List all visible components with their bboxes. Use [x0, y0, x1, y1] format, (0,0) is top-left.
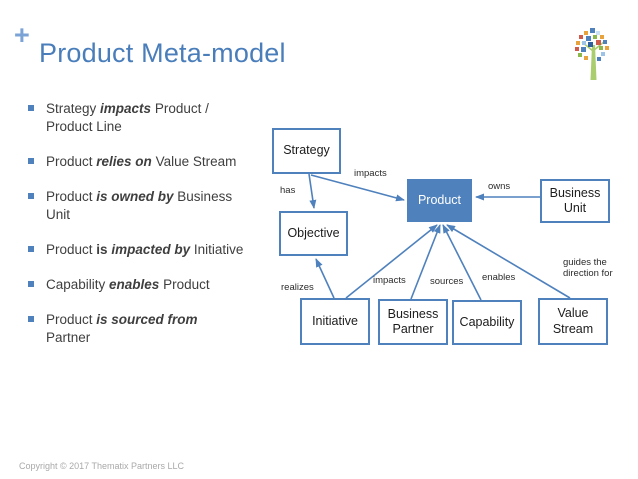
copyright-text: Copyright © 2017 Thematix Partners LLC — [19, 461, 185, 471]
edge-arrow-0 — [308, 173, 317, 209]
bullet-text: Product is impacted by Initiative — [46, 242, 244, 257]
edge-arrow-4 — [345, 224, 438, 299]
node-business-partner: Business Partner — [378, 299, 448, 345]
edge-label: impacts — [373, 275, 406, 286]
node-strategy: Strategy — [272, 128, 341, 174]
edge-arrow-3 — [315, 258, 335, 299]
node-value-stream: Value Stream — [538, 298, 608, 345]
bullet-square-icon — [28, 158, 34, 164]
bullet-square-icon — [28, 316, 34, 322]
bullet-square-icon — [28, 105, 34, 111]
edge-arrow-1 — [310, 174, 405, 202]
edge-label: has — [280, 185, 296, 196]
edge-label: realizes — [281, 282, 314, 293]
edge-arrow-7 — [446, 224, 571, 299]
node-initiative: Initiative — [300, 298, 370, 345]
bullet-square-icon — [28, 246, 34, 252]
edge-label: sources — [430, 276, 464, 287]
bullet-text: Partner — [46, 330, 91, 345]
bullet-square-icon — [28, 281, 34, 287]
bullet-text: Unit — [46, 207, 71, 222]
edge-label: guides the direction for — [563, 257, 613, 279]
bullet-text: Capability enables Product — [46, 277, 210, 292]
bullet-text: Product Line — [46, 119, 122, 134]
node-product: Product — [407, 179, 472, 222]
bullet-text: Product is sourced from — [46, 312, 198, 327]
node-business-unit: Business Unit — [540, 179, 610, 223]
page-title: Product Meta-model — [39, 38, 286, 68]
plus-decoration: + — [14, 20, 30, 50]
edge-label: owns — [488, 181, 511, 192]
bullet-text: Product relies on Value Stream — [46, 154, 237, 169]
node-objective: Objective — [279, 211, 348, 256]
thematix-tree-logo-icon — [575, 28, 609, 80]
bullet-item: Capability enables Product — [28, 276, 263, 294]
edge-label: impacts — [354, 168, 387, 179]
edge-arrow-6 — [442, 224, 482, 301]
bullet-item: Product relies on Value Stream — [28, 153, 263, 171]
bullet-square-icon — [28, 193, 34, 199]
bullet-text: Strategy impacts Product / — [46, 101, 209, 116]
node-capability: Capability — [452, 300, 522, 345]
bullet-text: Product is owned by Business — [46, 189, 233, 204]
bullet-item: Strategy impacts Product / Product Line — [28, 100, 263, 136]
bullet-item: Product is impacted by Initiative — [28, 241, 263, 259]
edge-label: enables — [482, 272, 516, 283]
edge-arrow-5 — [410, 224, 441, 300]
